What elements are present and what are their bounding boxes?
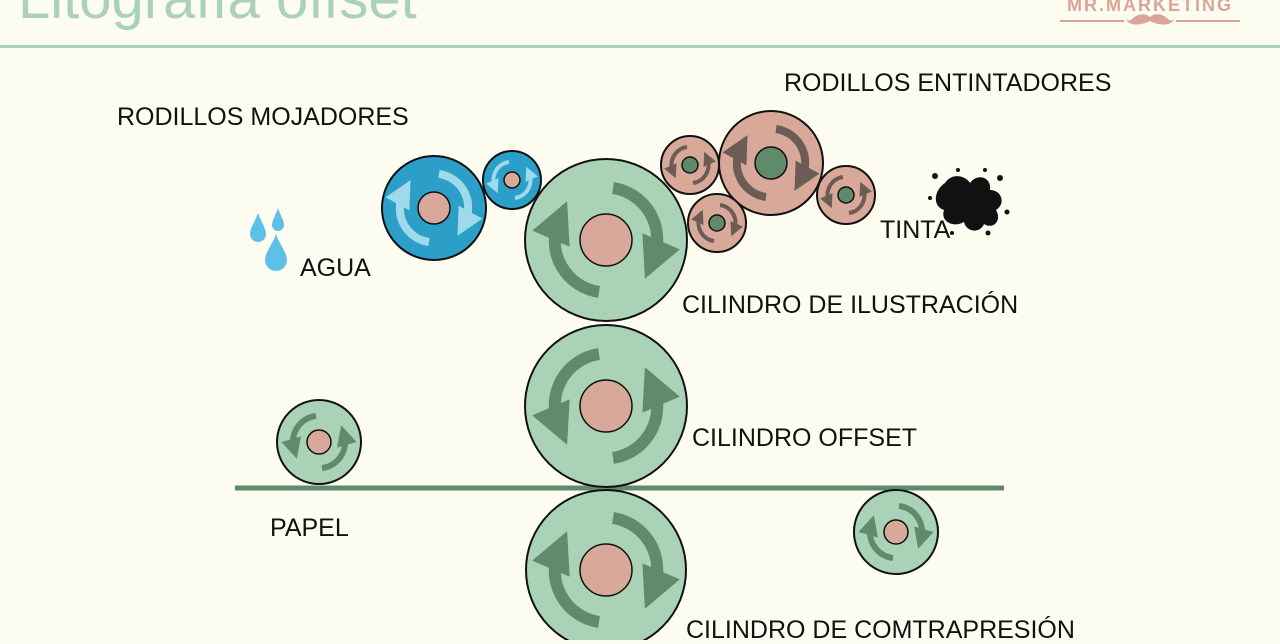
ink-splat-icon bbox=[928, 168, 1010, 236]
brand-rule-left bbox=[1060, 20, 1124, 22]
label-rodillos-entintadores: RODILLOS ENTINTADORES bbox=[784, 69, 1112, 97]
label-tinta: TINTA bbox=[880, 216, 951, 244]
ink-roller-right bbox=[816, 165, 876, 225]
paper-roller-left bbox=[276, 399, 362, 485]
brand-rule-right bbox=[1176, 20, 1240, 22]
ink-roller-large bbox=[718, 110, 824, 216]
brand-name: MR.MARKETING bbox=[1067, 0, 1233, 15]
mustache-icon bbox=[1126, 14, 1174, 25]
label-papel: PAPEL bbox=[270, 514, 349, 542]
ink-roller-left bbox=[660, 135, 720, 195]
cylinder-ilustracion bbox=[524, 158, 688, 322]
cylinder-offset bbox=[524, 324, 688, 488]
paper-roller-right bbox=[853, 489, 939, 575]
ink-roller-bottom bbox=[687, 193, 747, 253]
brand-logo: MR.MARKETING bbox=[1060, 0, 1240, 25]
label-agua: AGUA bbox=[300, 254, 371, 282]
page-title: Litografía offset bbox=[18, 0, 417, 28]
title-rule bbox=[0, 45, 1280, 48]
water-drops-icon bbox=[250, 208, 287, 271]
cylinder-contrapresion bbox=[525, 489, 687, 640]
label-rodillos-mojadores: RODILLOS MOJADORES bbox=[117, 103, 409, 131]
label-cilindro-contrapresion: CILINDRO DE COMTRAPRESIÓN bbox=[686, 616, 1075, 644]
water-roller-large bbox=[381, 155, 487, 261]
label-cilindro-offset: CILINDRO OFFSET bbox=[692, 424, 918, 452]
water-roller-small bbox=[482, 150, 542, 210]
label-cilindro-ilustracion: CILINDRO DE ILUSTRACIÓN bbox=[682, 291, 1019, 319]
